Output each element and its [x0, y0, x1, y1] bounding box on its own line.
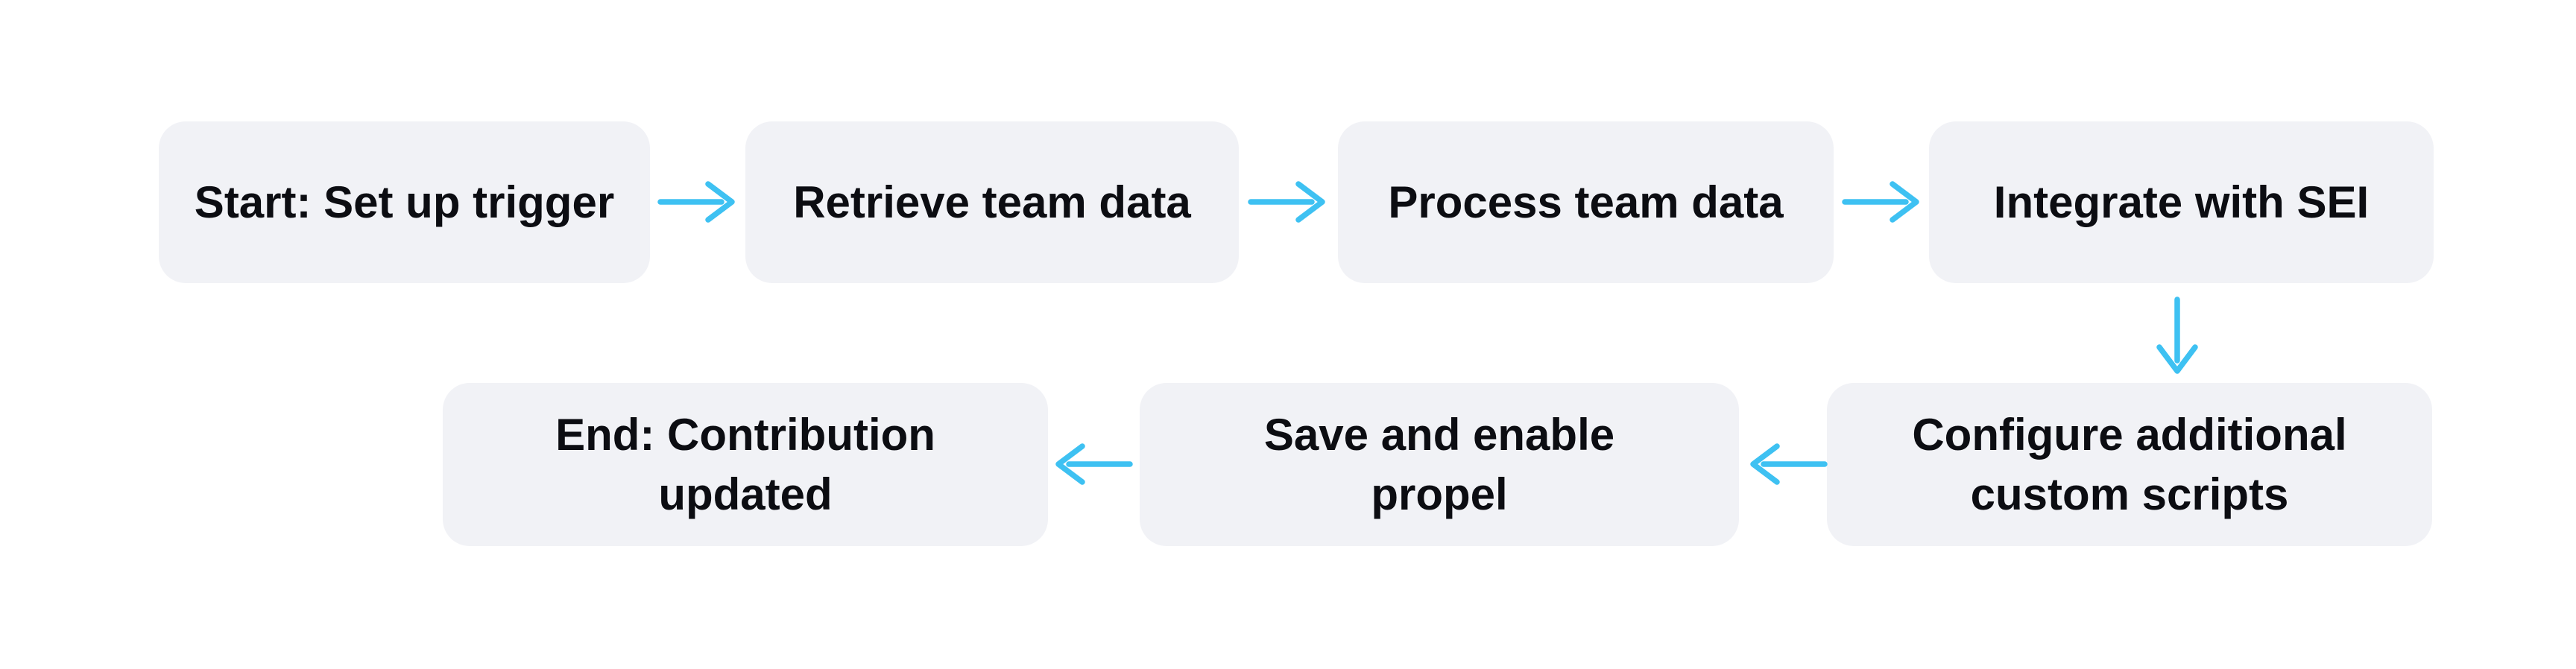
flow-node-end: End: Contribution updated [443, 383, 1048, 546]
arrow-right-icon [1842, 181, 1919, 223]
flow-node-label: Retrieve team data [793, 177, 1191, 227]
flow-node-label: End: Contribution updated [555, 409, 935, 519]
flow-node-save-and-enable-propel: Save and enable propel [1140, 383, 1739, 546]
flow-node-configure-custom-scripts: Configure additional custom scripts [1827, 383, 2432, 546]
arrow-down-icon [2156, 297, 2198, 374]
flow-node-process-team-data: Process team data [1338, 121, 1834, 283]
arrow-right-icon [657, 181, 735, 223]
flow-node-label: Process team data [1388, 177, 1784, 227]
arrow-right-icon [1248, 181, 1325, 223]
arrow-left-icon [1055, 443, 1133, 485]
flow-node-retrieve-team-data: Retrieve team data [745, 121, 1239, 283]
flow-node-label: Save and enable propel [1263, 409, 1615, 519]
flow-node-label: Configure additional custom scripts [1912, 409, 2347, 519]
flow-node-label: Integrate with SEI [1993, 177, 2370, 227]
flow-node-integrate-with-sei: Integrate with SEI [1929, 121, 2434, 283]
flow-node-label: Start: Set up trigger [194, 177, 615, 227]
flow-node-start: Start: Set up trigger [159, 121, 650, 283]
arrow-left-icon [1750, 443, 1828, 485]
